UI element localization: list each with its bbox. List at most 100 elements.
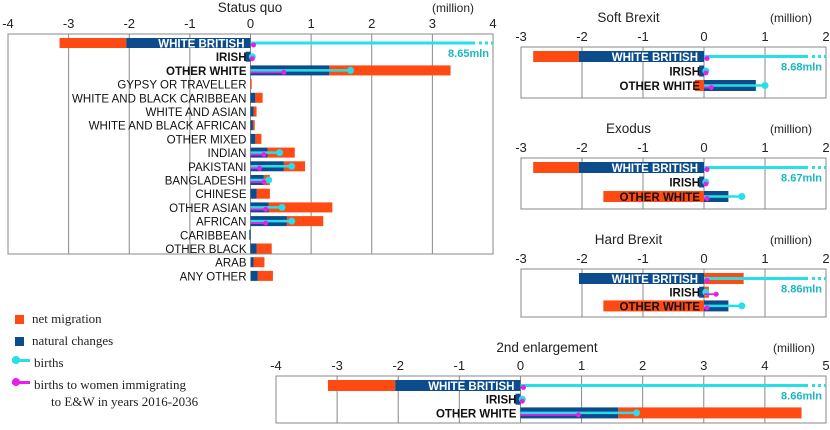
plot-frame [520, 46, 827, 99]
plot-frame [520, 157, 827, 210]
natural-changes-bar [515, 393, 521, 405]
natural-changes-bar [699, 65, 704, 77]
births-immigrants-marker [704, 278, 710, 283]
natural-changes-bar [249, 229, 251, 240]
net-migration-bar [257, 270, 273, 281]
category-label: ARAB [215, 258, 247, 270]
births-line-icon [12, 354, 30, 366]
unit-label: (million) [770, 11, 812, 25]
net-migration-bar [533, 51, 579, 62]
natural-changes-bar [250, 133, 256, 144]
natural-changes-bar [578, 51, 704, 62]
category-label: OTHER WHITE [166, 66, 247, 78]
x-tick-label: 2 [368, 16, 375, 31]
category-label: AFRICAN [196, 217, 246, 229]
x-tick-label: -1 [184, 16, 196, 31]
x-tick-label: 0 [700, 251, 707, 266]
unit-label: (million) [432, 1, 474, 15]
chart-title: 2nd enlargement [496, 340, 598, 355]
chart-title: Hard Brexit [595, 232, 663, 247]
births-marker [288, 217, 296, 225]
births-immigrants-marker [713, 291, 719, 297]
legend-label-continued: to E&W in years 2016-2036 [51, 394, 199, 409]
legend-item-births: births [12, 354, 198, 376]
legend-item-births-immigrants: births to women immigrating to E&W in ye… [12, 376, 198, 416]
births-immigrants-marker [576, 412, 581, 418]
births-immigrants-marker [521, 385, 526, 390]
plot-frame [275, 375, 827, 424]
natural-changes-bar [126, 38, 251, 48]
births-immigrants-marker [261, 152, 267, 158]
x-tick-label: -2 [576, 251, 588, 266]
category-label: WHITE AND ASIAN [146, 107, 247, 119]
x-tick-label: -2 [392, 358, 404, 373]
category-label: IRISH [216, 52, 247, 64]
x-tick-label: 2 [822, 140, 829, 155]
x-tick-label: -3 [331, 358, 343, 373]
births-truncated-label: 8.68mln [781, 62, 822, 74]
natural-changes-bar [250, 243, 257, 254]
natural-changes-bar [578, 273, 704, 284]
x-tick-label: -3 [63, 16, 75, 31]
category-label: CARIBBEAN [180, 230, 246, 242]
category-label: WHITE BRITISH [612, 52, 698, 64]
natural-changes-bar [578, 162, 704, 173]
net-migration-bar [256, 188, 270, 199]
x-tick-label: 2 [822, 29, 829, 44]
births-immigrants-marker [281, 69, 287, 75]
net-migration-bar [618, 407, 802, 419]
x-tick-label: -2 [123, 16, 135, 31]
chart-title: Soft Brexit [597, 10, 660, 25]
natural-changes-bar [699, 286, 704, 298]
net-migration-bar [253, 257, 265, 268]
natural-changes-bar [250, 257, 254, 268]
category-label: GYPSY OR TRAVELLER [117, 80, 246, 92]
legend-item-natural-changes: natural changes [12, 332, 198, 354]
unit-label: (million) [770, 122, 812, 136]
category-label: WHITE BRITISH [612, 274, 698, 286]
net-migration-bar [268, 202, 333, 213]
x-tick-label: 4 [761, 358, 768, 373]
births-marker [276, 149, 284, 157]
category-label: OTHER MIXED [167, 134, 247, 146]
unit-label: (million) [770, 233, 812, 247]
x-tick-label: -1 [637, 29, 649, 44]
natural-changes-bar [250, 92, 256, 103]
net-migration-bar [255, 133, 262, 144]
net-migration-swatch [15, 315, 24, 324]
x-tick-label: -2 [576, 29, 588, 44]
births-truncated-label: 8.65mln [448, 48, 489, 60]
legend: net migration natural changes births bir… [12, 310, 198, 416]
x-tick-label: -4 [270, 358, 282, 373]
category-label: WHITE BRITISH [612, 163, 698, 175]
natural-changes-bar [250, 188, 257, 199]
category-label: WHITE AND BLACK CARIBBEAN [72, 93, 246, 105]
category-label: OTHER BLACK [165, 244, 246, 256]
x-tick-label: 1 [761, 140, 768, 155]
category-label: OTHER WHITE [620, 192, 701, 204]
category-label: OTHER WHITE [436, 408, 517, 420]
net-migration-bar [256, 243, 272, 254]
net-migration-bar [255, 92, 263, 103]
plot-frame [520, 268, 827, 318]
births-marker [738, 193, 746, 200]
x-tick-label: 2 [822, 251, 829, 266]
category-label: BANGLADESHI [165, 176, 247, 188]
births-marker [633, 409, 641, 417]
x-tick-label: -1 [637, 251, 649, 266]
births-marker [278, 203, 286, 211]
births-immigrants-marker [704, 305, 710, 311]
net-migration-bar [694, 80, 704, 91]
net-migration-bar [329, 65, 451, 76]
x-tick-label: 0 [700, 29, 707, 44]
legend-label: natural changes [32, 333, 114, 348]
category-label: WHITE AND BLACK AFRICAN [89, 121, 247, 133]
births-immigrants-marker [257, 165, 263, 171]
x-tick-label: -4 [2, 16, 14, 31]
births-marker [288, 162, 296, 170]
x-tick-label: 1 [308, 16, 315, 31]
category-label: IRISH [486, 395, 517, 407]
births-immigrants-marker [708, 85, 714, 90]
category-label: INDIAN [208, 148, 247, 160]
